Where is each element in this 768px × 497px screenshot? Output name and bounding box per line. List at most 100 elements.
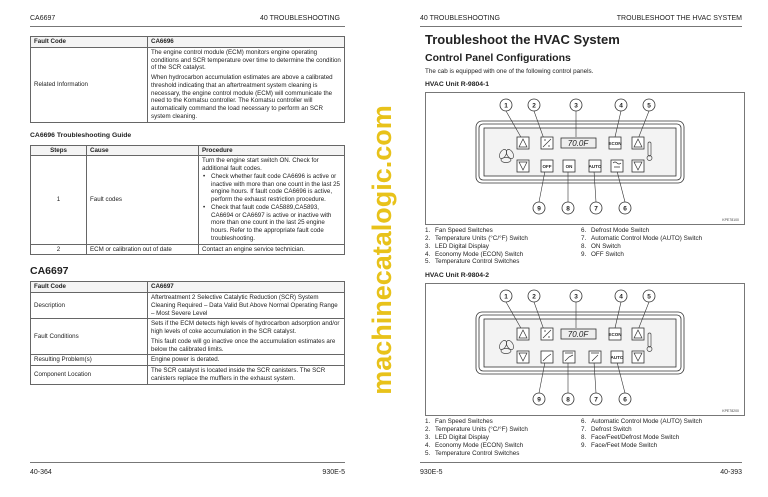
led-display xyxy=(560,328,597,340)
off-button[interactable] xyxy=(540,159,554,173)
legend-item: 4.Economy Mode (ECON) Switch xyxy=(425,250,524,258)
fan-icon xyxy=(499,340,514,355)
table-row: 1 Fault codes Turn the engine start swit… xyxy=(30,155,345,245)
defrost-icon xyxy=(612,161,622,168)
fan-speed-up-button[interactable] xyxy=(516,136,530,150)
temp-down-button[interactable] xyxy=(631,159,645,173)
unit1-legend: 1.Fan Speed Switches 2.Temperature Units… xyxy=(425,227,742,266)
table-row: Resulting Problem(s)Engine power is dera… xyxy=(30,354,345,366)
legend-item: 2.Temperature Units (°C/°F) Switch xyxy=(425,426,528,434)
econ-button[interactable] xyxy=(608,136,622,150)
step-cell: 1 xyxy=(30,155,87,245)
thermometer-icon xyxy=(646,141,653,161)
subtitle: Control Panel Configurations xyxy=(425,52,571,64)
unit1-legend-col2: 6.Defrost Mode Switch 7.Automatic Contro… xyxy=(581,227,741,266)
callout: 3 xyxy=(574,294,578,301)
callout: 9 xyxy=(537,397,541,404)
left-header-section: CA6697 xyxy=(30,15,56,22)
legend-item: 6.Defrost Mode Switch xyxy=(581,227,650,234)
row-label: Related Information xyxy=(30,46,148,123)
callout: 4 xyxy=(619,103,623,110)
temp-up-button[interactable] xyxy=(631,136,645,150)
right-header: 40 TROUBLESHOOTING TROUBLESHOOT THE HVAC… xyxy=(420,14,742,27)
procedure-cell: Turn the engine start switch ON. Check f… xyxy=(198,155,345,245)
arrow-down-icon xyxy=(633,352,643,363)
fan-speed-up-button[interactable] xyxy=(516,327,530,341)
model-left: 930E-5 xyxy=(322,469,345,476)
left-header-chapter: 40 TROUBLESHOOTING xyxy=(259,15,340,22)
page-number-right: 40-393 xyxy=(720,469,742,476)
legend-item: 6.Automatic Control Mode (AUTO) Switch xyxy=(581,418,703,426)
right-header-section: TROUBLESHOOT THE HVAC SYSTEM xyxy=(616,15,742,22)
off-label: OFF xyxy=(543,164,552,169)
paragraph: The engine control module (ECM) monitors… xyxy=(151,48,341,72)
paragraph: The SCR catalyst is located inside the S… xyxy=(151,367,326,382)
bullet-item: Check whether fault code CA6696 is activ… xyxy=(202,173,341,204)
left-footer: 40-364 930E-5 xyxy=(30,462,345,497)
econ-label: ECON xyxy=(608,332,621,337)
on-button[interactable] xyxy=(562,159,576,173)
right-header-chapter: 40 TROUBLESHOOTING xyxy=(420,15,501,22)
on-label: ON xyxy=(566,164,573,169)
defrost-icon xyxy=(591,352,599,362)
fan-speed-down-button[interactable] xyxy=(516,159,530,173)
callout: 9 xyxy=(537,206,541,213)
legend-item: 9.OFF Switch xyxy=(581,250,624,258)
paragraph: Aftertreatment 2 Selective Catalytic Red… xyxy=(151,294,338,317)
figure-id: KPE78100 xyxy=(722,218,739,222)
temp-down-button[interactable] xyxy=(631,350,645,364)
auto-button[interactable] xyxy=(588,159,602,173)
callout: 1 xyxy=(504,103,508,110)
page-title: Troubleshoot the HVAC System xyxy=(425,32,620,47)
table-row: 2 ECM or calibration out of date Contact… xyxy=(30,243,345,256)
table-header: Steps xyxy=(30,144,87,157)
callout: 1 xyxy=(504,294,508,301)
callout: 8 xyxy=(566,206,570,213)
section-title: CA6697 xyxy=(30,265,69,278)
defrost-button[interactable] xyxy=(588,350,602,364)
legend-item: 9.Face/Feet Mode Switch xyxy=(581,441,658,449)
temp-units-icon xyxy=(542,138,552,148)
right-page: 40 TROUBLESHOOTING TROUBLESHOOT THE HVAC… xyxy=(420,14,745,497)
intro-text: The cab is equipped with one of the foll… xyxy=(425,68,594,75)
arrow-up-icon xyxy=(633,329,643,339)
fan-speed-down-button[interactable] xyxy=(516,350,530,364)
legend-item: 1.Fan Speed Switches xyxy=(425,418,493,426)
legend-item: 5.Temperature Control Switches xyxy=(425,449,520,457)
callout: 4 xyxy=(619,294,623,301)
page-number-left: 40-364 xyxy=(30,469,52,476)
temp-up-button[interactable] xyxy=(631,327,645,341)
row-value: The engine control module (ECM) monitors… xyxy=(147,46,345,123)
table-header: Cause xyxy=(86,144,199,157)
bullet-item: Check that fault code CA5889,CA5893, CA6… xyxy=(202,204,341,243)
legend-item: 7.Automatic Control Mode (AUTO) Switch xyxy=(581,234,703,242)
thermometer-icon xyxy=(646,332,653,353)
table-header: CA6697 xyxy=(147,281,345,293)
unit2-legend: 1.Fan Speed Switches 2.Temperature Units… xyxy=(425,418,742,457)
unit2-legend-col2: 6.Automatic Control Mode (AUTO) Switch 7… xyxy=(581,418,741,457)
unit1-legend-col1: 1.Fan Speed Switches 2.Temperature Units… xyxy=(425,227,581,266)
arrow-up-icon xyxy=(518,138,528,148)
defrost-button[interactable] xyxy=(610,159,624,173)
legend-item: 5.Temperature Control Switches xyxy=(425,258,520,266)
econ-button[interactable] xyxy=(608,327,622,341)
cause-cell: Fault codes xyxy=(86,155,199,245)
left-header: CA6697 40 TROUBLESHOOTING xyxy=(30,14,345,27)
unit2-legend-col1: 1.Fan Speed Switches 2.Temperature Units… xyxy=(425,418,581,457)
row-label: Resulting Problem(s) xyxy=(30,354,148,366)
unit2-title: HVAC Unit R-9804-2 xyxy=(425,272,490,280)
econ-label: ECON xyxy=(608,141,621,146)
temp-units-icon xyxy=(542,330,552,339)
procedure-cell: Contact an engine service technician. xyxy=(198,243,345,256)
model-right: 930E-5 xyxy=(420,469,443,476)
callout: 8 xyxy=(566,397,570,404)
callout: 7 xyxy=(594,206,598,213)
callout: 5 xyxy=(647,294,651,301)
row-label: Description xyxy=(30,291,148,320)
hvac-panel-diagram-2: 70.0F ECON AUTO 1 2 3 4 5 6 7 8 9 KPE782… xyxy=(425,283,745,417)
auto-button[interactable] xyxy=(610,350,624,364)
callout: 2 xyxy=(532,294,536,301)
callout: 6 xyxy=(623,397,627,404)
